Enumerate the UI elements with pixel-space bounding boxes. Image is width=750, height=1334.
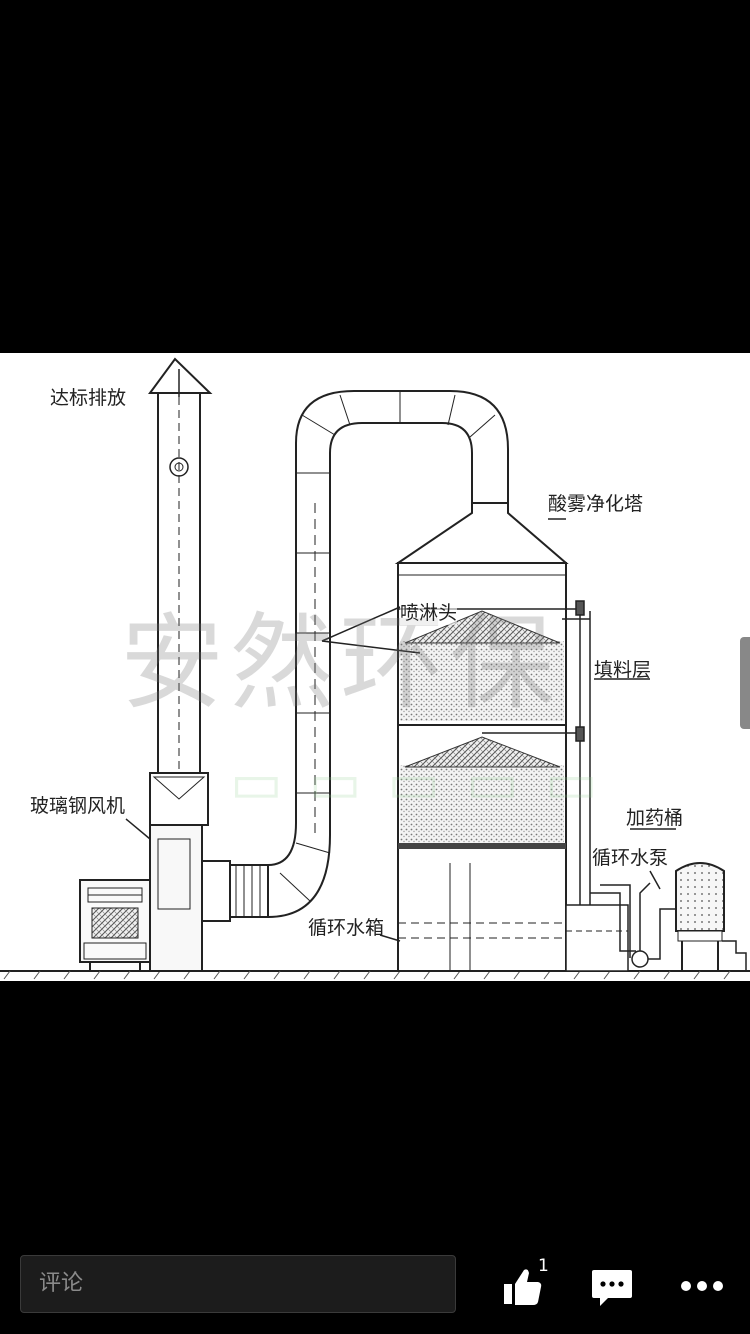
duct — [201, 390, 509, 922]
label-packing-layer: 填料层 — [594, 659, 652, 681]
comment-button[interactable] — [582, 1262, 642, 1314]
label-fan: 玻璃钢风机 — [30, 795, 126, 817]
watermark-secondary: ▭ ▭ ▭ ▭ ▭ — [230, 751, 602, 816]
label-water-tank: 循环水箱 — [308, 917, 385, 939]
photo-viewer-image[interactable]: 安然环保 ▭ ▭ ▭ ▭ ▭ 达标排放 酸雾净化塔 喷淋头 填料层 玻璃钢风机 … — [0, 353, 750, 981]
more-button[interactable] — [672, 1262, 732, 1314]
scrubber-tower-diagram — [0, 357, 750, 980]
comment-input[interactable]: 评论 — [20, 1255, 456, 1313]
leader-lines — [125, 518, 676, 942]
like-button[interactable] — [494, 1262, 554, 1314]
like-count: 1 — [538, 1256, 549, 1276]
fan-unit — [79, 879, 151, 971]
label-tower: 酸雾净化塔 — [548, 493, 644, 515]
label-stack-exhaust: 达标排放 — [50, 387, 127, 409]
bottom-action-bar: 评论 1 — [0, 1240, 750, 1334]
side-pull-tab[interactable] — [740, 637, 750, 729]
label-spray-head: 喷淋头 — [400, 598, 458, 625]
watermark: 安然环保 — [120, 602, 561, 724]
label-dosing-tank: 加药桶 — [626, 807, 684, 829]
thumbs-up-icon — [504, 1269, 542, 1305]
more-icon — [681, 1281, 723, 1291]
dosing-tank — [675, 862, 747, 971]
comment-icon — [592, 1270, 632, 1306]
label-pump: 循环水泵 — [592, 847, 669, 869]
pipework — [565, 600, 676, 972]
scrubber-tower — [394, 502, 580, 972]
